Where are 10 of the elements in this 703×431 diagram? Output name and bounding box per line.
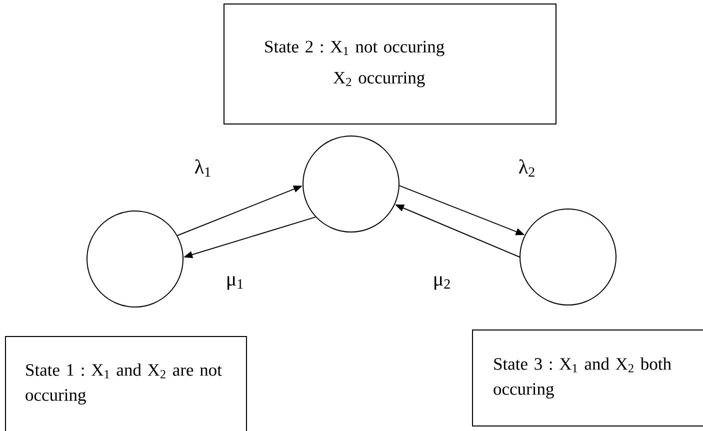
state-box: State 1 : X$_{1}$ and X$_{2}$ are not occuring (5, 336, 247, 431)
edge-label: λ$_{1}$ (194, 159, 210, 177)
edge-label: μ$_{2}$ (434, 276, 450, 290)
state-box: State 3 : X$_{1}$ and X$_{2}$ both occuring (472, 330, 703, 426)
edge-label: λ$_{2}$ (518, 159, 534, 177)
edge-label: μ$_{1}$ (228, 276, 243, 290)
state-circle (302, 136, 400, 232)
state-box: State 2 : X$_{1}$ not occuring X$_{2}$ occurring (224, 4, 556, 124)
state-circle (86, 210, 184, 308)
state-circle (520, 208, 616, 306)
